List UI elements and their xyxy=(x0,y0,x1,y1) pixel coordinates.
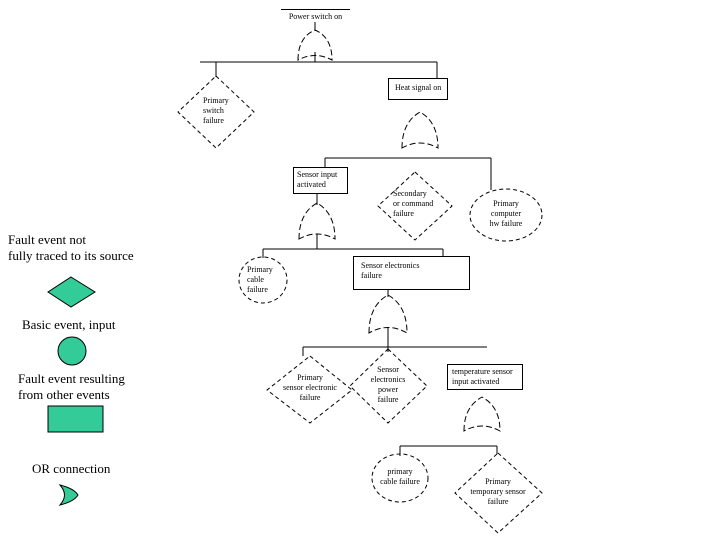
node-label-primary-cable-failure-lower: primary cable failure xyxy=(380,467,420,486)
legend-or-gate-symbol xyxy=(58,484,79,506)
node-label-primary-sensor-electronic-failure: Primary sensor electronic failure xyxy=(283,373,337,402)
node-label-secondary-or-command-failure: Secondary or command failure xyxy=(393,189,434,218)
or-gates xyxy=(297,29,501,432)
connector-lines xyxy=(200,22,498,456)
circle-primary-cable-failure-lower xyxy=(371,453,429,503)
event-box-sensor-input-activated: Sensor input activated xyxy=(293,167,348,194)
legend-label-or-connection: OR connection xyxy=(32,461,111,476)
node-label-primary-computer-hw-failure: Primary computer hw failure xyxy=(489,199,523,228)
or-gate-heat-signal xyxy=(401,111,439,149)
legend-label-resulting-event: Fault event resulting from other events xyxy=(18,371,125,402)
event-box-sensor-electronics-failure: Sensor electronics failure xyxy=(353,256,470,290)
event-box-heat-signal-on: Heat signal on xyxy=(388,78,448,100)
legend-rectangle-symbol xyxy=(47,405,104,433)
legend-label-undeveloped-event: Fault event not fully traced to its sour… xyxy=(8,232,134,263)
legend-label-basic-event: Basic event, input xyxy=(22,317,116,332)
or-gate-sensor-electronics xyxy=(368,294,408,334)
fault-diamonds xyxy=(177,75,543,534)
legend-circle-symbol xyxy=(57,336,87,366)
node-label-power-switch-on: Power switch on xyxy=(281,9,350,21)
node-label-sensor-electronics-power-failure: Sensor electronics power failure xyxy=(370,365,406,404)
circle-primary-cable-failure-upper xyxy=(238,256,288,304)
legend-diamond-symbol xyxy=(47,276,96,308)
or-gate-top xyxy=(297,29,333,61)
diamond-primary-sensor-electronic-failure xyxy=(266,355,353,424)
diamond-sensor-electronics-power-failure xyxy=(349,348,428,424)
node-label-primary-switch-failure: Primary switch failure xyxy=(203,96,229,125)
node-label-primary-cable-failure-upper: Primary cable failure xyxy=(247,265,273,294)
or-gate-temperature-sensor xyxy=(463,396,501,432)
circle-primary-computer-hw-failure xyxy=(469,188,543,242)
event-box-temperature-sensor-input-activated: temperature sensor input activated xyxy=(447,364,523,390)
legend-symbols xyxy=(47,276,104,506)
diamond-secondary-or-command-failure xyxy=(377,171,453,241)
node-label-primary-temporary-sensor-failure: Primary temporary sensor failure xyxy=(470,477,526,506)
basic-event-circles xyxy=(238,188,543,503)
diamond-primary-temporary-sensor-failure xyxy=(454,452,543,534)
or-gate-sensor-input xyxy=(298,202,336,240)
